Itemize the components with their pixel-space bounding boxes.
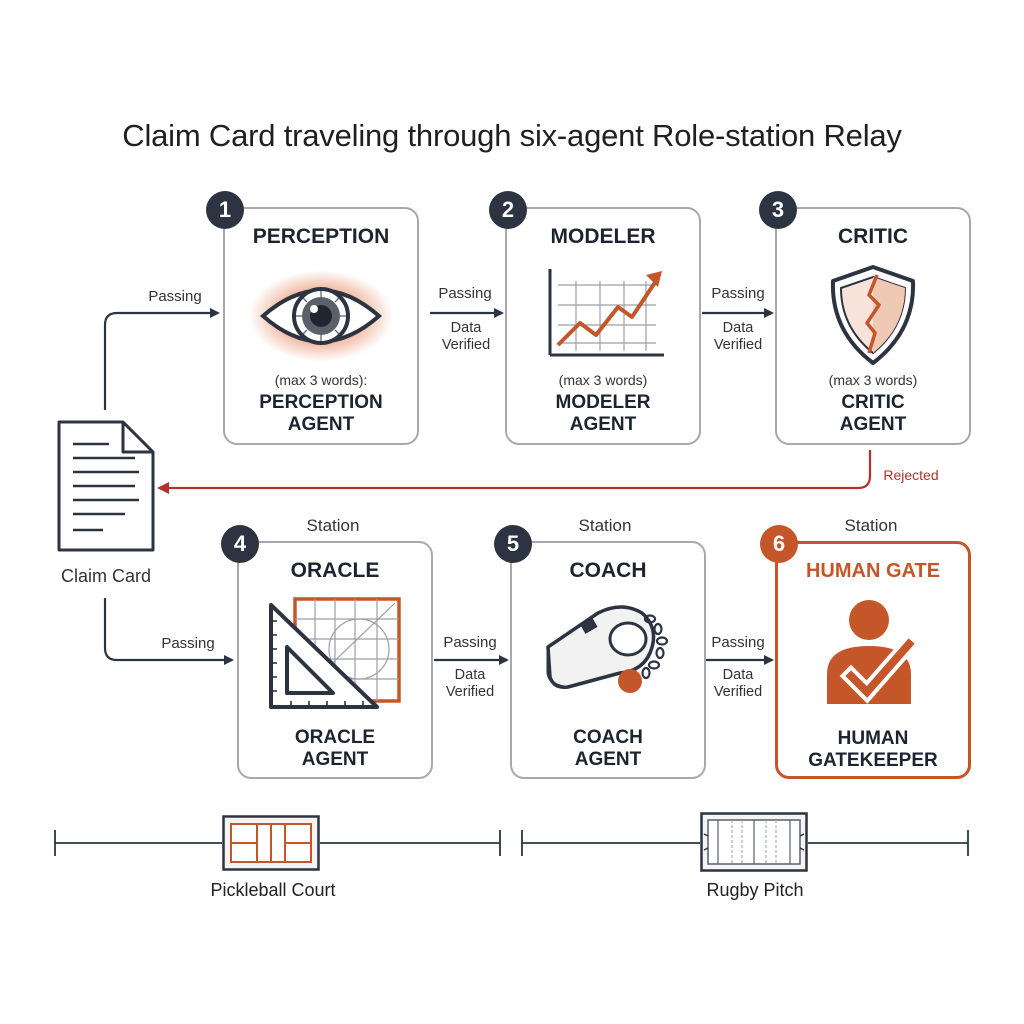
station-number-badge: 1 [206,191,244,229]
station-title: MODELER [550,225,656,248]
station-title: PERCEPTION [252,225,390,248]
station-oracle: ORACLE ORACLE AGENT [237,541,433,779]
whistle-icon [546,605,669,693]
station-note: (max 3 words) [558,372,648,388]
station-label: Station [578,516,632,535]
person-checkmark-icon [827,600,921,704]
agent-name-line2: AGENT [301,749,369,770]
station-title: HUMAN GATE [805,560,941,582]
station-number-badge: 6 [760,525,798,563]
station-number-badge: 3 [759,191,797,229]
station-perception: PERCEPTION (max 3 words): PERCEPTION AGE… [223,207,419,445]
passing-label: Passing [443,634,497,651]
agent-name-line1: HUMAN [837,728,909,749]
agent-name-line2: GATEKEEPER [808,750,938,771]
passing-label: Passing [161,635,215,652]
station-label: Station [844,516,898,535]
station-coach: COACH COACH AGENT [510,541,706,779]
connector-claim-to-oracle [103,598,234,665]
station-modeler: MODELER (max 3 words) MODELER AGENT [505,207,701,445]
passing-label: Passing [711,634,765,651]
agent-name-line1: COACH [573,727,643,748]
agent-name-line1: ORACLE [294,727,376,748]
station-title: CRITIC [838,225,908,248]
rugby-pitch-label: Rugby Pitch [706,880,804,900]
passing-label: Passing [711,285,765,302]
connector-claim-to-perception [103,308,220,410]
cracked-shield-icon [830,265,916,365]
eye-icon [249,270,393,362]
station-label: Station [306,516,360,535]
agent-name-line2: AGENT [287,414,355,435]
claim-card-label: Claim Card [60,566,152,586]
page-title: Claim Card traveling through six-agent R… [122,118,902,153]
agent-name-line1: CRITIC [841,392,905,413]
agent-name-line2: AGENT [569,414,637,435]
agent-name-line1: MODELER [555,392,651,413]
station-title: ORACLE [290,559,380,582]
set-square-grid-icon [269,597,401,709]
agent-name-line2: AGENT [574,749,642,770]
passing-label: Passing [148,288,202,305]
station-note: (max 3 words): [274,372,368,388]
agent-name-line1: PERCEPTION [259,392,383,413]
passing-label: Passing [438,285,492,302]
station-number-badge: 4 [221,525,259,563]
station-number-badge: 2 [489,191,527,229]
pickleball-court-icon [222,815,320,871]
agent-name-line2: AGENT [839,414,907,435]
station-human-gate: HUMAN GATE HUMAN GATEKEEPER [775,541,971,779]
claim-card-document-icon [57,420,155,552]
trend-chart-icon [548,269,664,357]
rejected-label: Rejected [883,467,939,483]
station-note: (max 3 words) [828,372,918,388]
station-number-badge: 5 [494,525,532,563]
pickleball-court-label: Pickleball Court [210,880,336,900]
rugby-pitch-icon [700,812,808,872]
station-title: COACH [569,559,647,582]
connector-rejected [157,450,872,494]
station-critic: CRITIC (max 3 words) CRITIC AGENT [775,207,971,445]
